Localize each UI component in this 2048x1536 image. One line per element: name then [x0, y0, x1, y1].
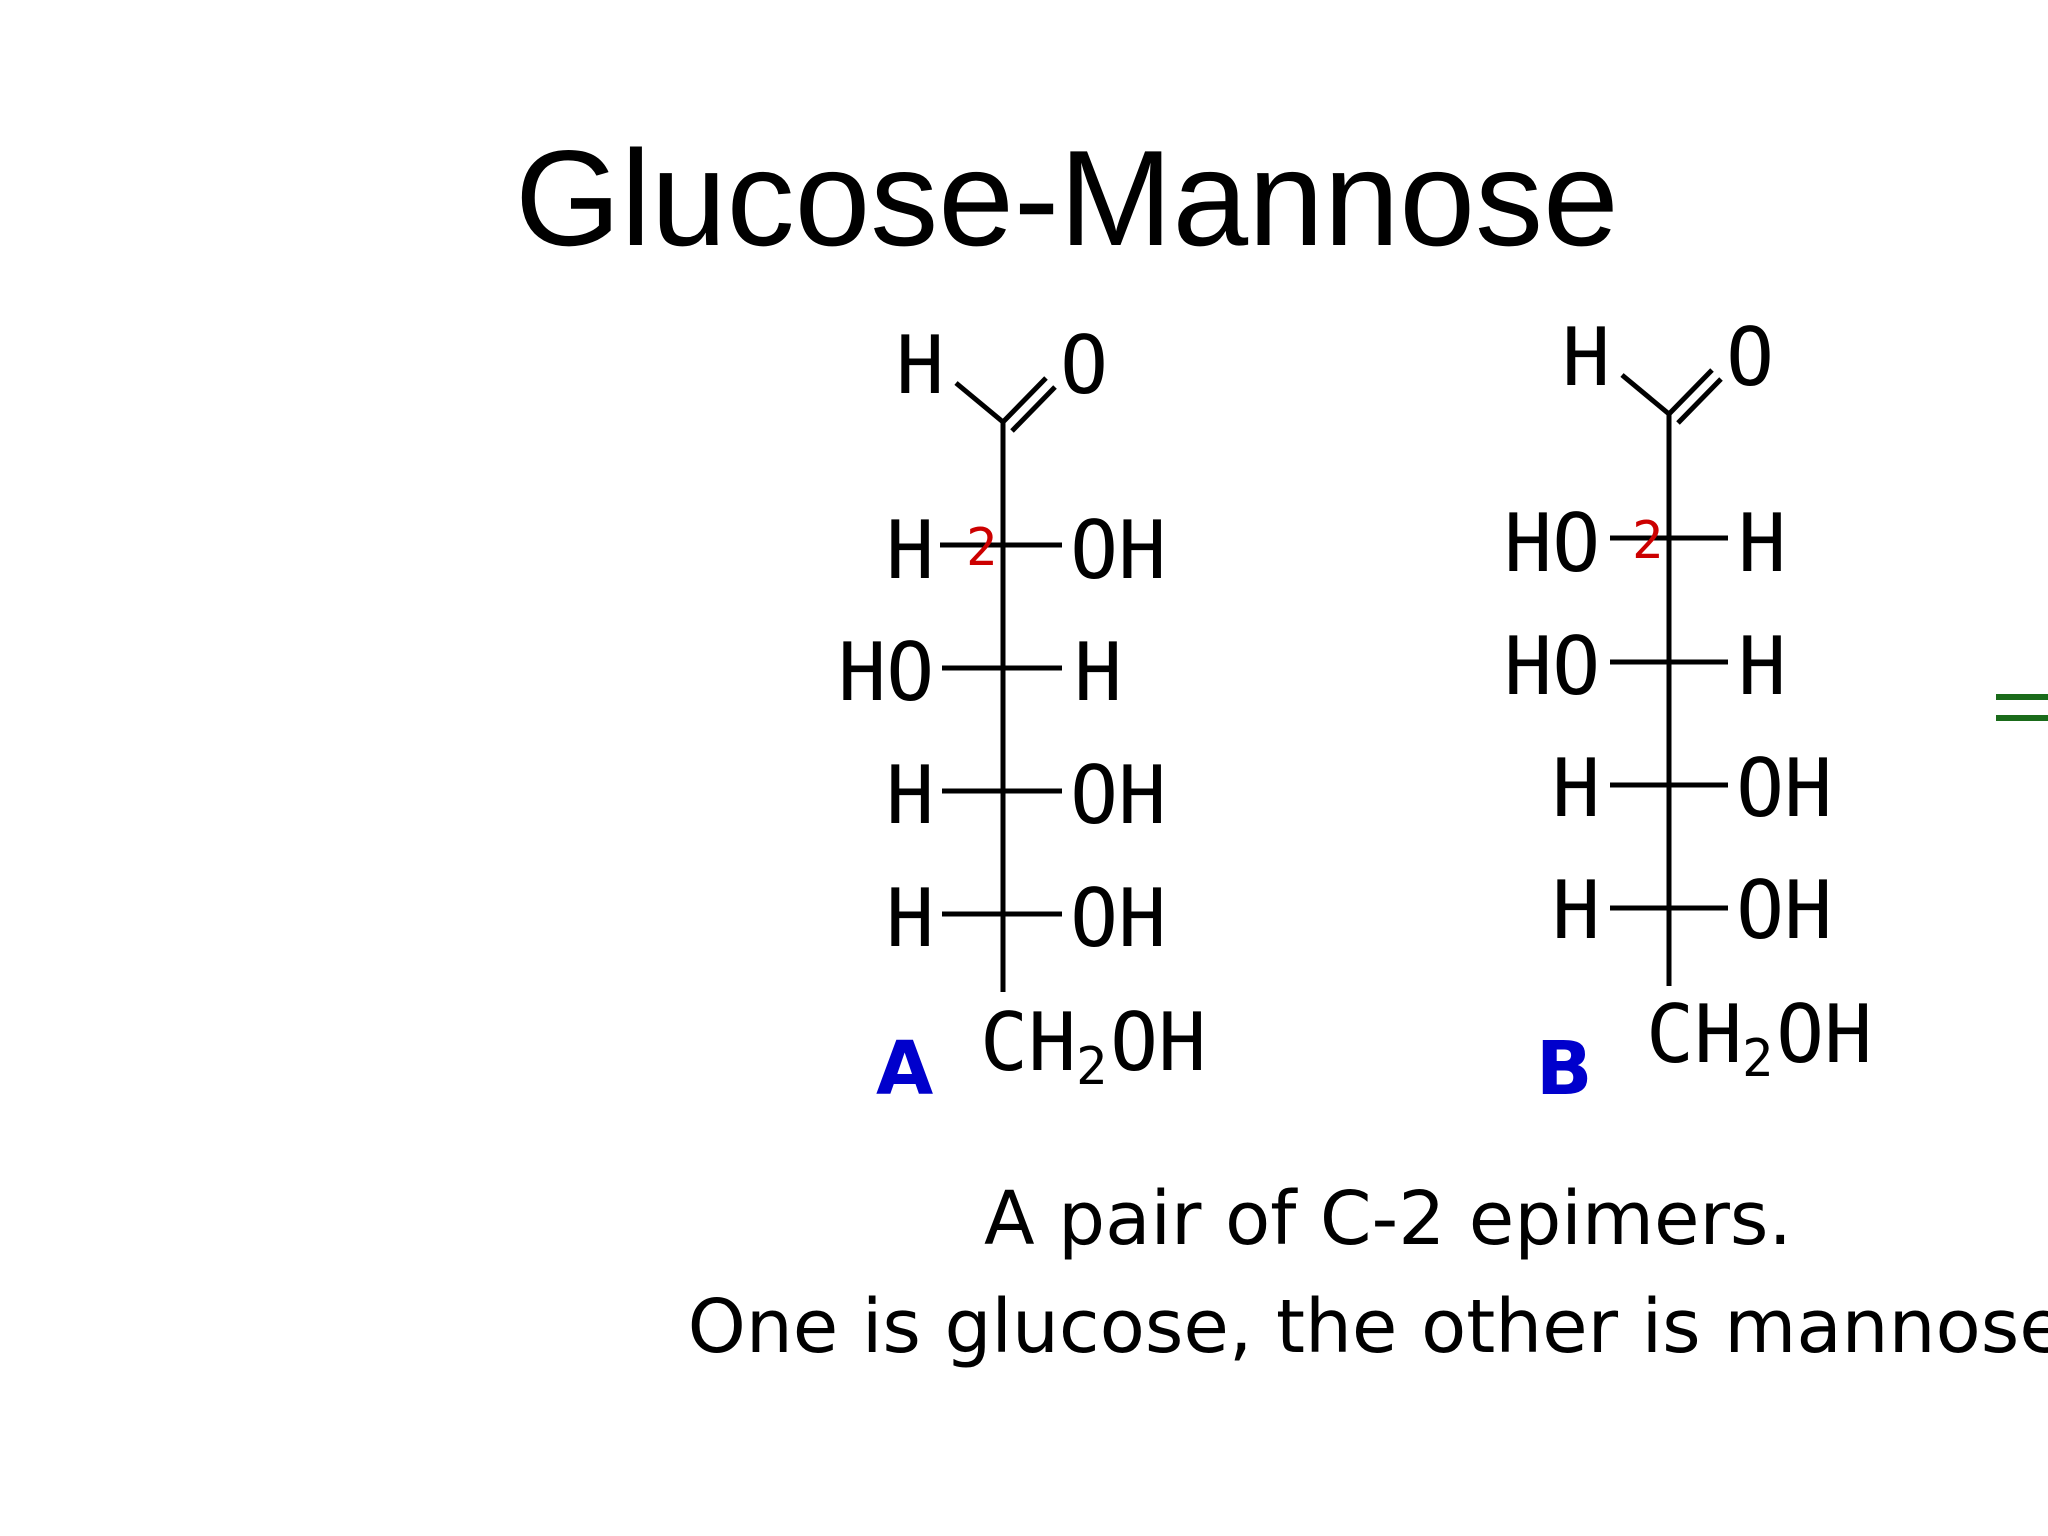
- molecule-a-aldehyde-h: H: [896, 319, 944, 412]
- molecule-b-bottom-subscript: 2: [1742, 1029, 1773, 1089]
- molecule-b-bottom-ch: CH: [1646, 988, 1742, 1081]
- molecule-b-row3-right: OH: [1736, 742, 1832, 835]
- molecule-a: H O H 2 OH HO H H OH H OH CH: [838, 319, 1206, 1112]
- molecule-b-bottom-oh: OH: [1776, 988, 1872, 1081]
- molecule-b-row4-left: H: [1552, 864, 1600, 957]
- molecule-a-carbon-number: 2: [966, 518, 997, 578]
- molecule-a-row1-left: H: [886, 504, 934, 597]
- molecule-a-co-bond-2: [1010, 385, 1057, 433]
- molecule-a-co-bond-1: [1001, 376, 1048, 424]
- molecule-b-row1-right: H: [1738, 497, 1786, 590]
- molecule-b-row1-left: HO: [1504, 497, 1600, 590]
- molecule-a-row1-right: OH: [1070, 504, 1166, 597]
- molecule-b-aldehyde-o: O: [1726, 311, 1774, 404]
- molecule-b-row3-left: H: [1552, 742, 1600, 835]
- molecule-b-ch-bond: [1620, 373, 1671, 416]
- molecule-b-co-bond-2: [1676, 377, 1723, 425]
- molecule-a-row3-right: OH: [1070, 749, 1166, 842]
- molecule-b: H O HO 2 H HO H H OH H OH CH: [1504, 311, 1872, 1112]
- molecule-b-aldehyde-h: H: [1562, 311, 1610, 404]
- slide-title: Glucose-Mannose: [515, 122, 1619, 274]
- molecule-a-row3-left: H: [886, 749, 934, 842]
- molecule-b-row2-left: HO: [1504, 620, 1600, 713]
- molecule-a-label: A: [876, 1026, 933, 1112]
- equivalence-mark: [1996, 694, 2048, 721]
- molecule-b-co-bond-1: [1667, 368, 1714, 416]
- molecule-b-row2-right: H: [1738, 620, 1786, 713]
- molecule-a-aldehyde-o: O: [1060, 319, 1108, 412]
- caption-line-1: A pair of C-2 epimers.: [984, 1176, 1792, 1262]
- molecule-a-row2-right: H: [1074, 626, 1122, 719]
- molecule-a-row4-left: H: [886, 872, 934, 965]
- molecule-b-label: B: [1536, 1026, 1592, 1112]
- molecule-a-bottom-ch: CH: [980, 996, 1076, 1089]
- molecule-a-ch-bond: [954, 381, 1005, 424]
- molecule-a-row2-left: HO: [838, 626, 934, 719]
- molecule-b-row4-right: OH: [1736, 864, 1832, 957]
- molecule-a-bottom-subscript: 2: [1076, 1037, 1107, 1097]
- molecule-a-bottom-oh: OH: [1110, 996, 1206, 1089]
- caption-line-2: One is glucose, the other is mannose.: [688, 1284, 2048, 1370]
- molecule-b-carbon-number: 2: [1632, 511, 1663, 571]
- molecule-a-row4-right: OH: [1070, 872, 1166, 965]
